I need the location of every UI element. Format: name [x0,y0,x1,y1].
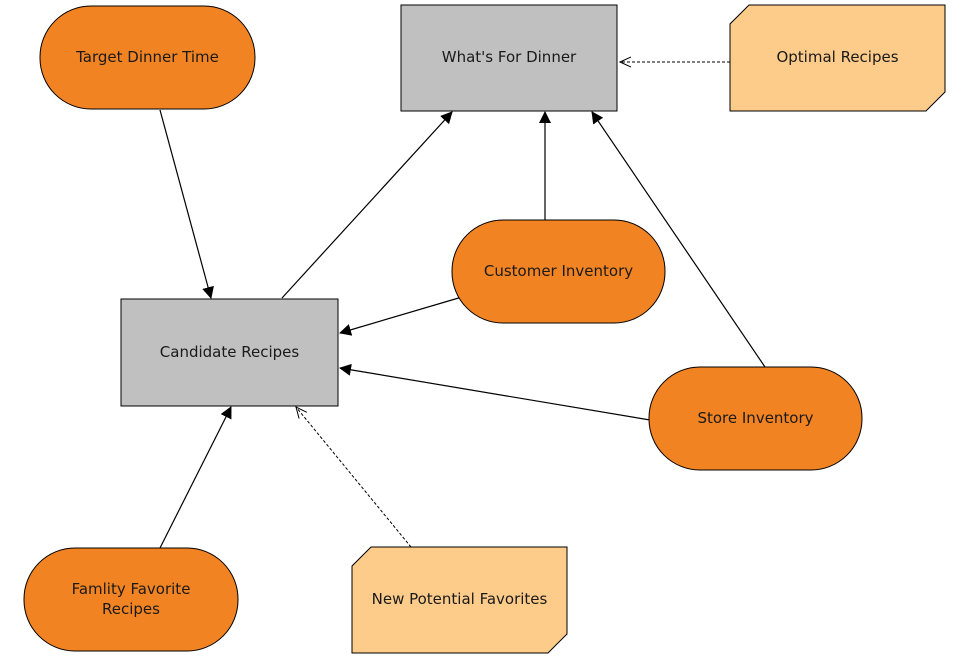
node-new-potential-favorites[interactable] [351,546,568,654]
edge-family-to-candidate [159,406,232,549]
edge-candidate-to-whats-for-dinner [281,111,453,299]
edge-store-to-whats-for-dinner [591,111,766,368]
edge-new-potential-to-candidate [296,407,412,548]
edge-target-to-candidate [159,109,214,299]
edge-customer-to-candidate [339,296,463,336]
edge-store-to-candidate [339,363,651,421]
node-customer-inventory[interactable] [451,219,666,324]
node-candidate-recipes[interactable] [120,298,339,407]
node-store-inventory[interactable] [648,366,863,471]
node-family-favorite-recipes[interactable] [23,547,239,652]
node-target-dinner-time[interactable] [39,5,256,110]
node-whats-for-dinner[interactable] [400,4,618,112]
node-optimal-recipes[interactable] [729,4,946,112]
